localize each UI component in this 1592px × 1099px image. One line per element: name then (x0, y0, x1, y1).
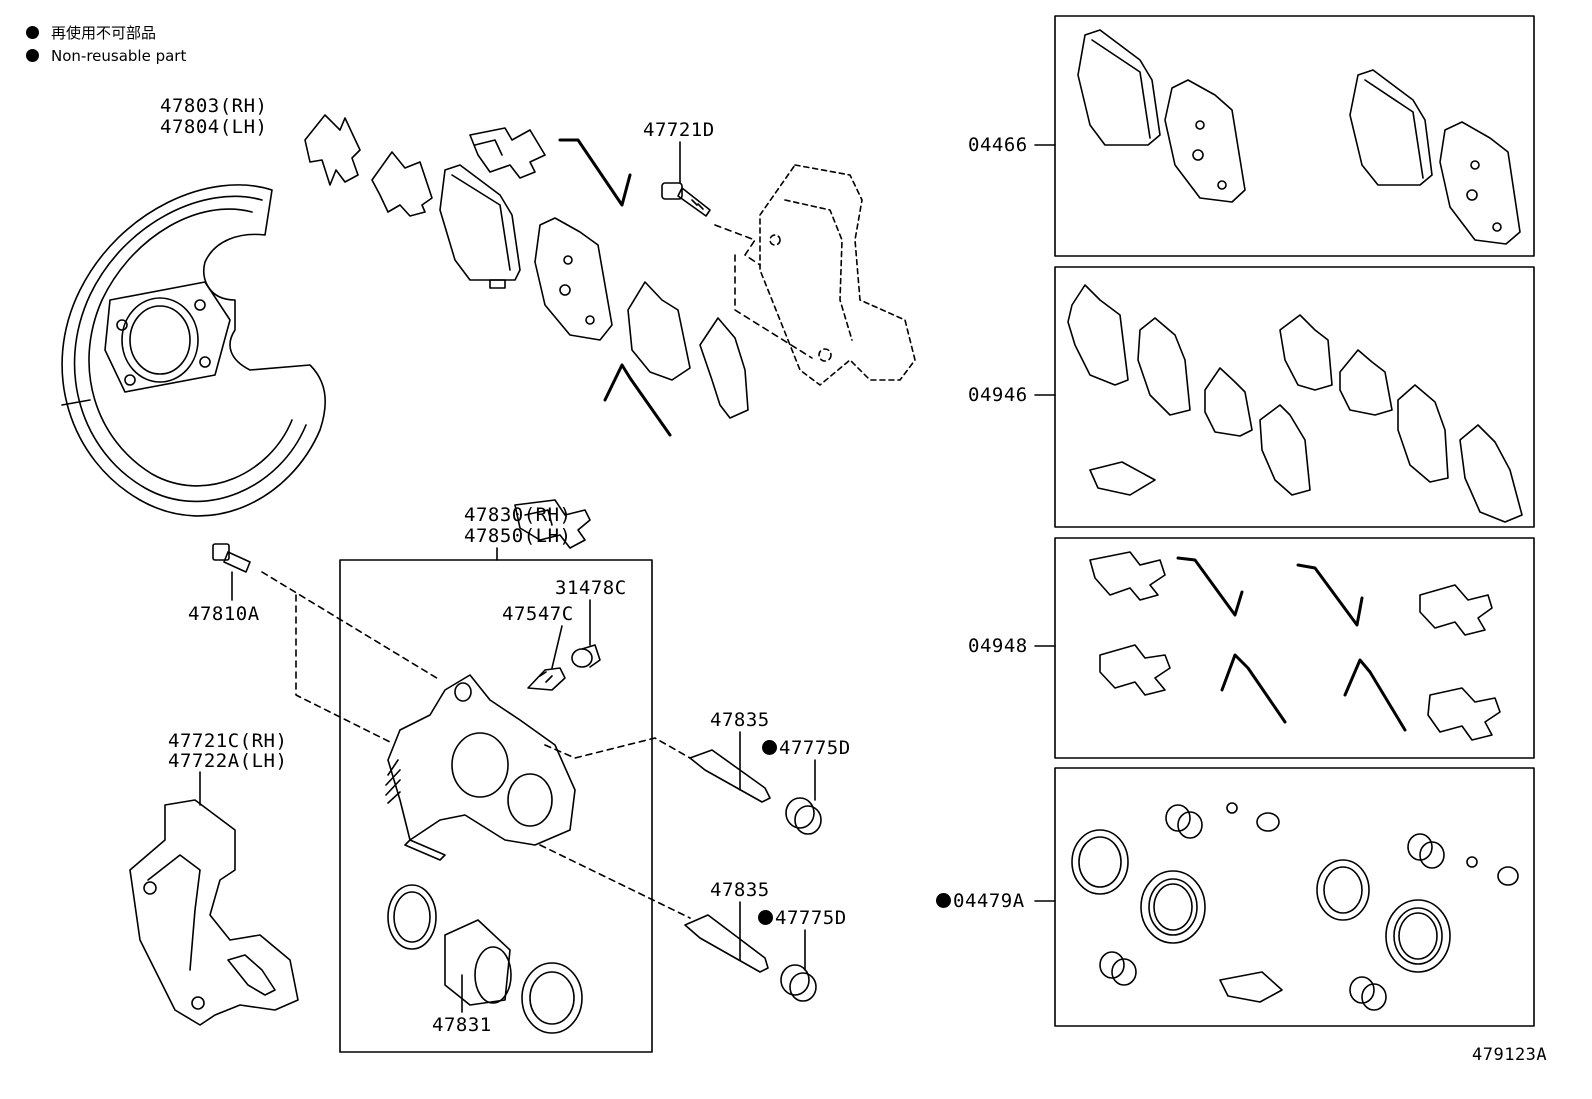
kit-frame-04948 (1054, 537, 1535, 759)
label-04466: 04466 (968, 134, 1028, 156)
anti-rattle-spring-icon (1176, 556, 1407, 732)
label-47831: 47831 (432, 1014, 492, 1036)
label-47722a: 47722A(LH) (168, 750, 288, 772)
piston-seal-icon (1071, 829, 1451, 973)
bolt-icon (661, 182, 711, 217)
pad-shim-icon (1067, 284, 1523, 523)
label-47835-lower: 47835 (710, 879, 770, 901)
non-reusable-dot-icon (762, 740, 777, 755)
label-31478c: 31478C (555, 577, 627, 599)
non-reusable-dot-icon (936, 893, 951, 908)
bolt-icon (212, 543, 251, 573)
anti-rattle-spring-icon (558, 138, 672, 437)
non-reusable-dot-icon (758, 910, 773, 925)
brake-pad-icon (1077, 29, 1521, 245)
label-47810a: 47810A (188, 603, 260, 625)
pad-shim-icon (1089, 551, 1501, 741)
label-04946: 04946 (968, 384, 1028, 406)
caliper-assembly-frame (339, 559, 653, 1053)
brake-pad-icon (439, 164, 749, 419)
grease-pack-icon (1219, 971, 1283, 1003)
label-04479a-text: 04479A (953, 890, 1025, 912)
leader-line (261, 571, 441, 743)
piston-seal-icon (387, 884, 437, 950)
leader-lines (199, 141, 1056, 1013)
label-04479a: 04479A (936, 891, 1025, 911)
label-47775d-lower: 47775D (758, 908, 847, 928)
dust-shield-icon (61, 184, 326, 517)
piston-icon (444, 919, 512, 1006)
pad-shim-icon (469, 127, 591, 549)
boot-icon (780, 797, 822, 1002)
boot-icon (1099, 802, 1519, 1011)
label-47803: 47803(RH) (160, 95, 268, 117)
legend-text-jp: 再使用不可部品 (51, 24, 157, 42)
caliper-bracket-icon (129, 799, 299, 1026)
bleeder-cap-icon (571, 644, 601, 668)
caliper-body-icon (385, 674, 576, 861)
label-47721c: 47721C(RH) (168, 730, 288, 752)
label-47850: 47850(LH) (464, 525, 572, 547)
pad-shim-icon (304, 114, 433, 217)
label-47547c: 47547C (502, 603, 574, 625)
label-47721d: 47721D (643, 119, 715, 141)
non-reusable-dot-icon (26, 26, 39, 39)
label-47775d-upper-text: 47775D (779, 737, 851, 759)
slide-pin-icon (684, 749, 771, 973)
legend-item-en: Non-reusable part (26, 47, 186, 65)
kit-frame-04466 (1054, 15, 1535, 257)
label-47830: 47830(RH) (464, 504, 572, 526)
label-47835-upper: 47835 (710, 709, 770, 731)
bleeder-plug-icon (527, 667, 566, 691)
figure-id: 479123A (1472, 1045, 1548, 1065)
leader-line (539, 737, 691, 919)
label-47775d-upper: 47775D (762, 738, 851, 758)
leader-line (714, 224, 813, 359)
label-47775d-lower-text: 47775D (775, 907, 847, 929)
legend-text-en: Non-reusable part (51, 47, 187, 65)
caliper-bracket-icon (759, 164, 916, 386)
kit-frame-04479a (1054, 767, 1535, 1027)
kit-frame-04946 (1054, 266, 1535, 528)
label-04948: 04948 (968, 635, 1028, 657)
legend-item-jp: 再使用不可部品 (26, 22, 156, 43)
label-47804: 47804(LH) (160, 116, 268, 138)
boot-icon (521, 962, 583, 1034)
non-reusable-dot-icon (26, 49, 39, 62)
